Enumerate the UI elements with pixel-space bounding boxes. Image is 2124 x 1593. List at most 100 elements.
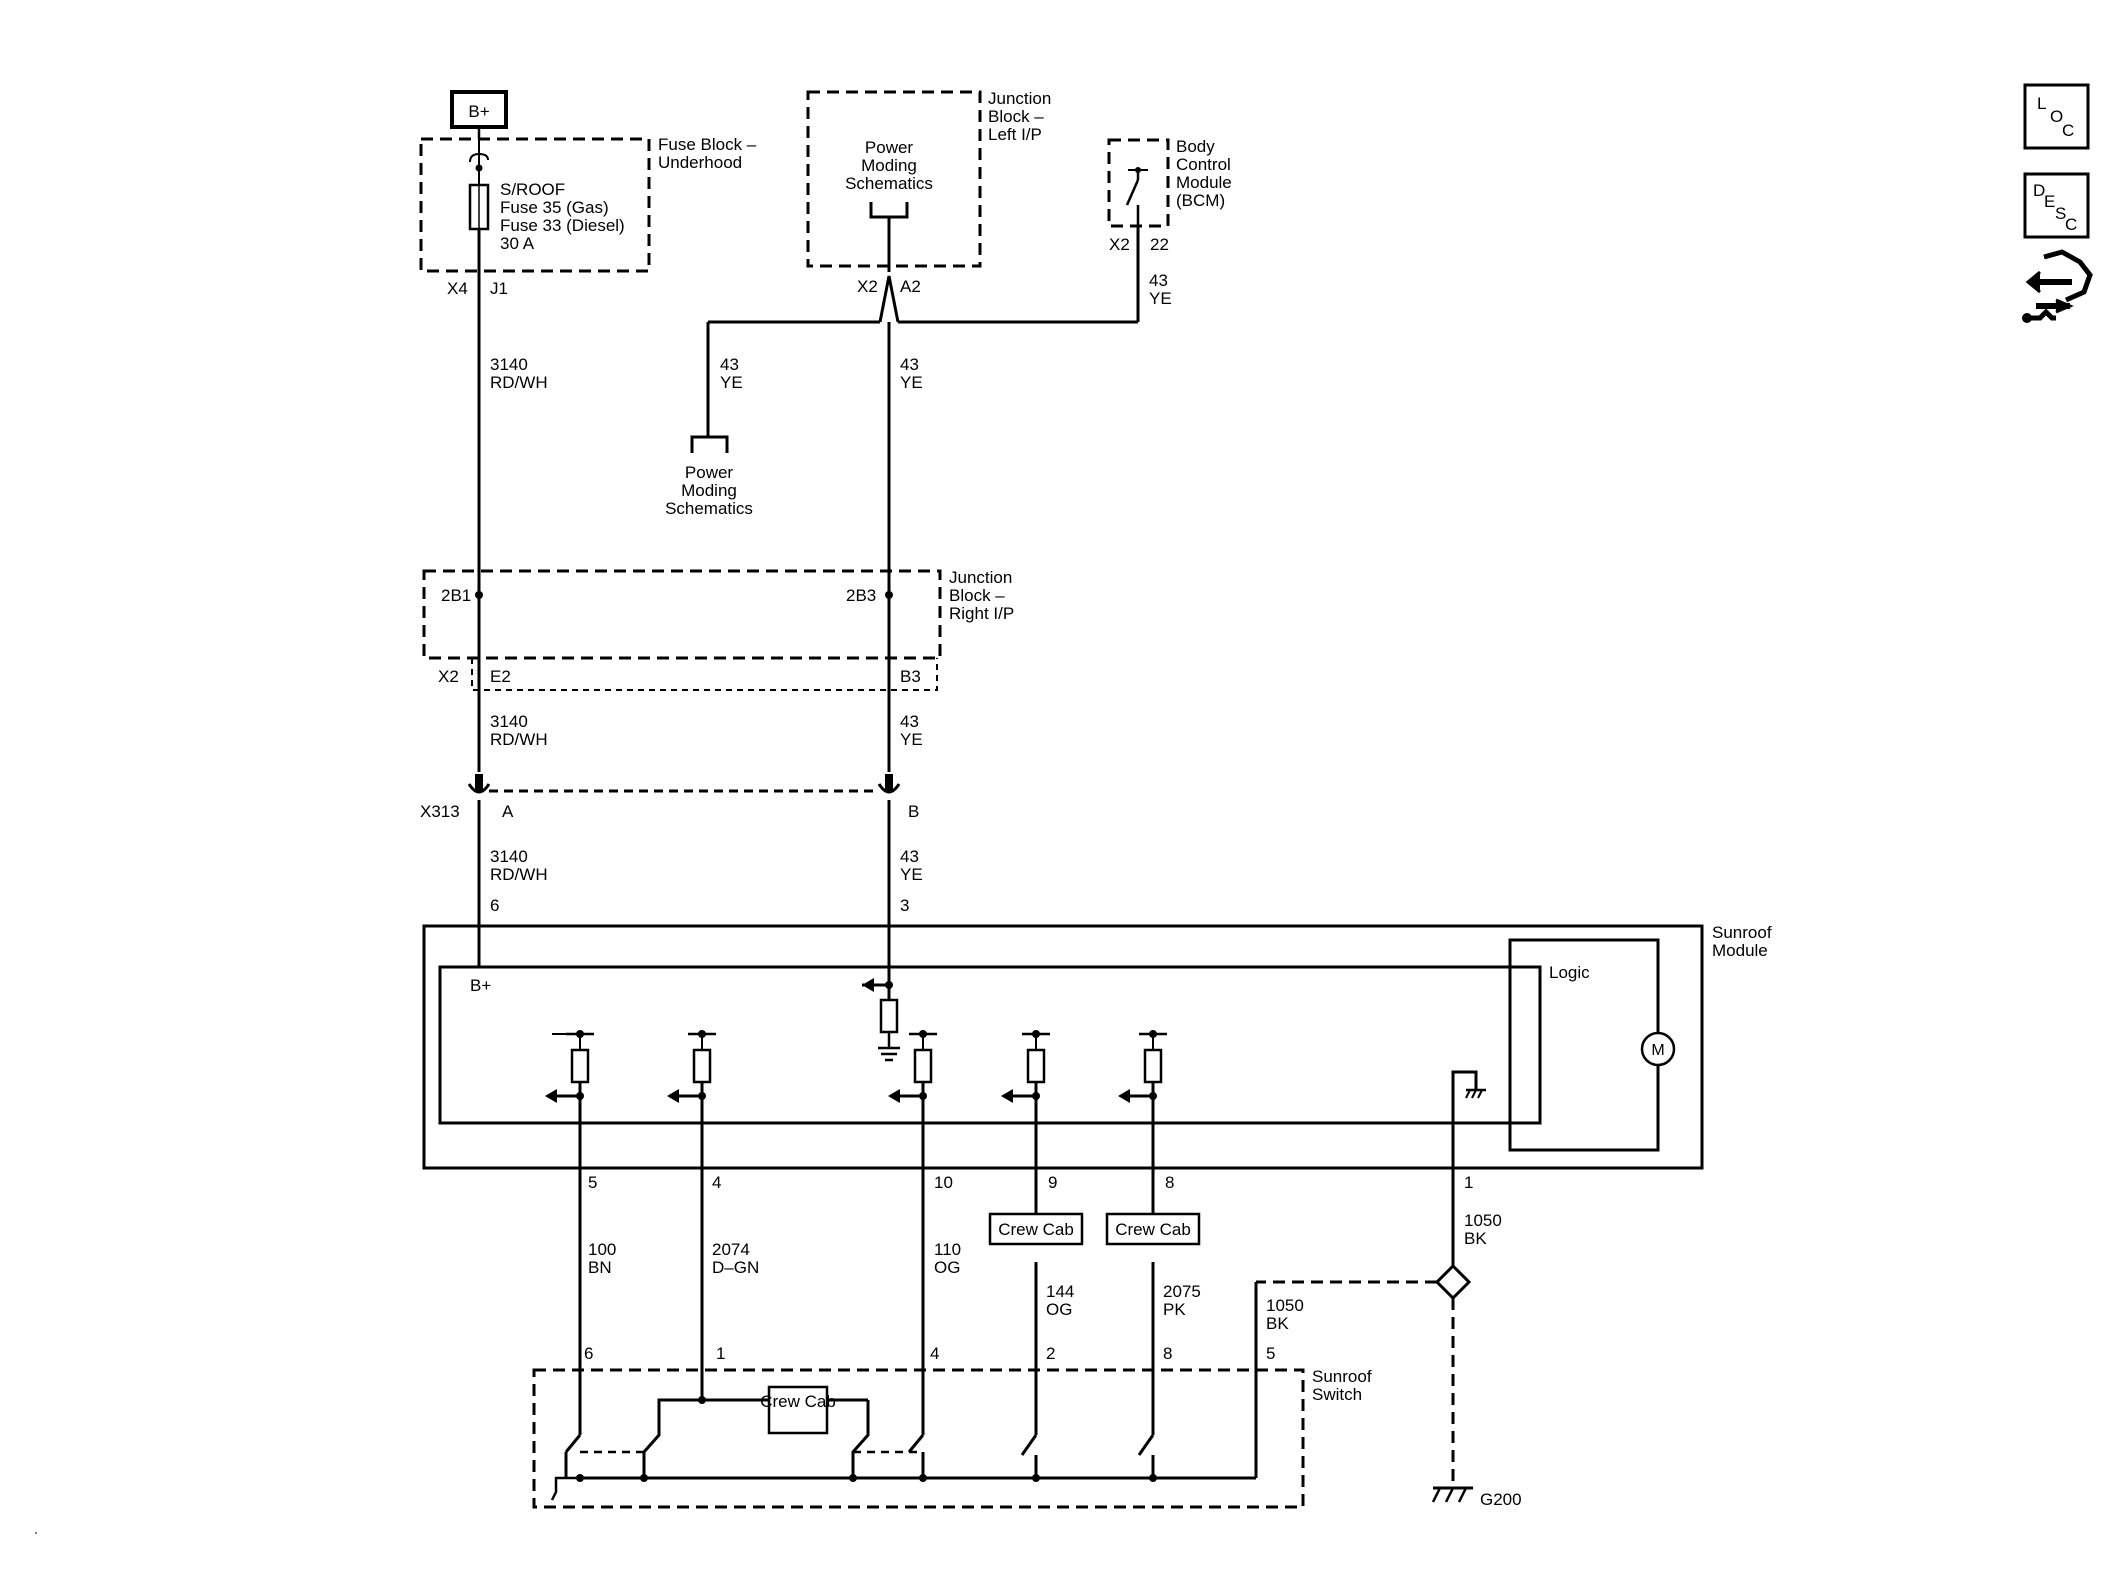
desc-icon[interactable]: D E S C: [2023, 172, 2090, 239]
svg-text:Module: Module: [1712, 941, 1768, 960]
motor-circuit-frame: [1508, 938, 1660, 1152]
svg-text:5: 5: [588, 1173, 597, 1192]
svg-text:D–GN: D–GN: [712, 1258, 759, 1277]
svg-text:Moding: Moding: [861, 156, 917, 175]
sunroof-module: 6 3 Sunroof Module Logic M B+: [422, 896, 1772, 1192]
pullup-pin8: [1118, 1030, 1167, 1182]
switch-contact-up: Crew Cab: [642, 1385, 923, 1478]
svg-text:3140: 3140: [490, 355, 528, 374]
svg-text:M: M: [1651, 1042, 1664, 1059]
svg-text:YE: YE: [900, 865, 923, 884]
svg-text:Crew Cab: Crew Cab: [760, 1392, 836, 1411]
svg-text:100: 100: [588, 1240, 616, 1259]
pullup-pin9: [1001, 1030, 1050, 1182]
svg-text:22: 22: [1150, 235, 1169, 254]
svg-text:Control: Control: [1176, 155, 1231, 174]
ref-power-moding-schematics: Power Moding Schematics: [665, 435, 753, 518]
svg-text:2B1: 2B1: [441, 586, 471, 605]
svg-text:3140: 3140: [490, 712, 528, 731]
svg-text:Schematics: Schematics: [845, 174, 933, 193]
body-control-module: Body Control Module (BCM) X2 22: [1107, 137, 1232, 254]
svg-text:YE: YE: [1149, 289, 1172, 308]
reference-bracket-icon: [690, 435, 729, 453]
svg-text:1: 1: [1464, 1173, 1473, 1192]
svg-text:Module: Module: [1176, 173, 1232, 192]
switch-contact-pin8: [1137, 1434, 1155, 1478]
svg-text:Power: Power: [865, 138, 914, 157]
svg-text:A: A: [502, 802, 514, 821]
svg-text:Body: Body: [1176, 137, 1215, 156]
svg-text:Underhood: Underhood: [658, 153, 742, 172]
svg-text:J1: J1: [490, 279, 508, 298]
svg-text:Power: Power: [685, 463, 734, 482]
svg-text:6: 6: [490, 896, 499, 915]
svg-text:6: 6: [584, 1344, 593, 1363]
svg-text:1050: 1050: [1266, 1296, 1304, 1315]
pullup-pin10: [888, 1030, 937, 1182]
svg-text:Junction: Junction: [949, 568, 1012, 587]
resistor-icon: [879, 998, 899, 1034]
bcm-switch-icon: [1125, 179, 1140, 206]
arrow-left-icon: [667, 1089, 679, 1103]
switch-contact-icon: [564, 1434, 582, 1453]
ground-g200: G200: [1431, 1486, 1522, 1509]
loc-icon[interactable]: L O C: [2023, 83, 2090, 150]
svg-text:X2: X2: [438, 667, 459, 686]
svg-text:Crew Cab: Crew Cab: [998, 1220, 1074, 1239]
svg-text:RD/WH: RD/WH: [490, 865, 548, 884]
connector-repair-icon[interactable]: [2022, 249, 2093, 323]
svg-text:BN: BN: [588, 1258, 612, 1277]
svg-text:BK: BK: [1464, 1229, 1487, 1248]
svg-text:1050: 1050: [1464, 1211, 1502, 1230]
svg-text:X4: X4: [447, 279, 468, 298]
svg-text:144: 144: [1046, 1282, 1074, 1301]
switch-contact-icon: [1020, 1434, 1038, 1456]
svg-text:RD/WH: RD/WH: [490, 373, 548, 392]
svg-text:BK: BK: [1266, 1314, 1289, 1333]
svg-text:8: 8: [1163, 1344, 1172, 1363]
junction-block-right-ip: Junction Block – Right I/P 2B1 2B3 X2 E2…: [422, 568, 1014, 691]
svg-text:5: 5: [1266, 1344, 1275, 1363]
svg-text:43: 43: [900, 847, 919, 866]
module-ground-pin1: [1451, 1070, 1486, 1182]
svg-text:43: 43: [900, 355, 919, 374]
svg-text:4: 4: [930, 1344, 939, 1363]
svg-text:OG: OG: [934, 1258, 960, 1277]
svg-text:X2: X2: [857, 277, 878, 296]
svg-text:X2: X2: [1109, 235, 1130, 254]
switch-contact-icon: [1137, 1434, 1155, 1456]
svg-text:3140: 3140: [490, 847, 528, 866]
svg-text:30 A: 30 A: [500, 234, 535, 253]
svg-text:O: O: [2050, 107, 2063, 126]
arrow-left-icon: [1118, 1089, 1130, 1103]
svg-text:Moding: Moding: [681, 481, 737, 500]
svg-text:YE: YE: [900, 373, 923, 392]
svg-text:Fuse Block –: Fuse Block –: [658, 135, 757, 154]
svg-text:(BCM): (BCM): [1176, 191, 1225, 210]
fuse-pin-hook-icon: [469, 152, 489, 163]
svg-text:C: C: [2062, 121, 2074, 140]
svg-text:43: 43: [900, 712, 919, 731]
svg-text:C: C: [2065, 215, 2077, 234]
svg-text:110: 110: [934, 1240, 961, 1259]
wrench-icon: [2027, 308, 2056, 321]
svg-text:2B3: 2B3: [846, 586, 876, 605]
svg-text:S/ROOF: S/ROOF: [500, 180, 565, 199]
svg-text:E2: E2: [490, 667, 511, 686]
svg-text:B: B: [908, 802, 919, 821]
svg-text:Logic: Logic: [1549, 963, 1590, 982]
svg-text:2: 2: [1046, 1344, 1055, 1363]
motor-icon: [1640, 1031, 1676, 1067]
switch-contact-pin4: [907, 1434, 925, 1478]
pullup-pin5: [545, 1030, 594, 1182]
pin3-pulldown: [862, 963, 900, 1062]
svg-text:S: S: [2055, 204, 2066, 223]
inline-connector-x313: X313 A B: [420, 774, 919, 821]
arrow-left-icon: [545, 1089, 557, 1103]
switch-contact-pin2: [1020, 1434, 1038, 1478]
svg-text:Schematics: Schematics: [665, 499, 753, 518]
svg-text:4: 4: [712, 1173, 721, 1192]
svg-text:10: 10: [934, 1173, 953, 1192]
svg-text:RD/WH: RD/WH: [490, 730, 548, 749]
